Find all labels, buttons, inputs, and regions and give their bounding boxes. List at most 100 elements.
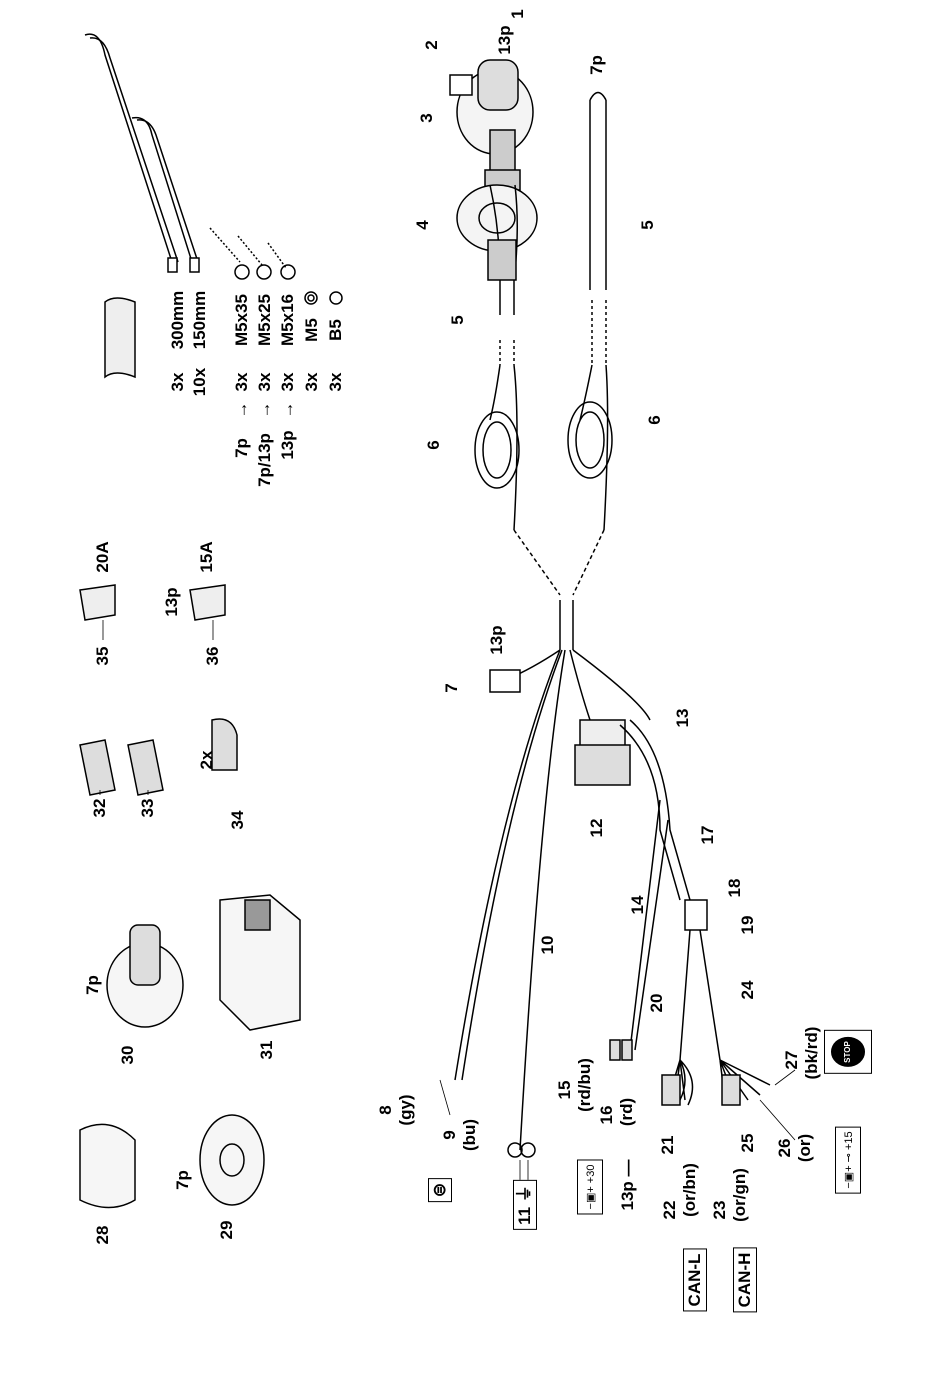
socket-7p-label: 7p	[587, 55, 606, 75]
color-bu: (bu)	[460, 1118, 479, 1152]
color-rdbu: (rd/bu)	[575, 1058, 594, 1112]
nut-size: M5	[302, 318, 321, 342]
can-h-label: CAN-H	[733, 1247, 757, 1313]
part-20: 20	[647, 993, 666, 1013]
can-l-label: CAN-L	[683, 1248, 707, 1312]
screw-size: M5x16	[278, 294, 297, 346]
plus30-label: +30	[585, 1164, 597, 1184]
part-30: 30	[118, 1045, 137, 1065]
part-13: 13	[673, 708, 692, 728]
washer-size: B5	[326, 319, 345, 341]
part-34: 34	[228, 810, 247, 830]
part-29-7p: 7p	[173, 1170, 192, 1190]
wire-16-13p-label: 13p —	[618, 1159, 637, 1211]
tie-size: 150mm	[190, 290, 209, 350]
plus15-label: +15	[843, 1131, 855, 1151]
part-11: 11	[515, 1206, 534, 1225]
screw-qty: 3x	[232, 372, 251, 392]
part-30-7p: 7p	[83, 975, 102, 995]
coil-6b	[567, 401, 613, 479]
fuse-35	[79, 584, 116, 621]
socket-13p	[449, 59, 538, 315]
color-rd: (rd)	[617, 1097, 636, 1127]
part-15: 15	[555, 1080, 574, 1100]
nut-qty: 3x	[302, 372, 321, 392]
part-16: 16	[597, 1105, 616, 1125]
part-21: 21	[658, 1135, 677, 1155]
part-5: 5	[448, 315, 467, 325]
part-35: 35	[93, 646, 112, 666]
connector-7-13p-label: 13p	[487, 625, 506, 655]
part-14: 14	[628, 895, 647, 915]
stop-icon: STOP	[831, 1037, 865, 1067]
part-18: 18	[725, 878, 744, 898]
coil-6a	[474, 411, 520, 489]
tie-qty: 3x	[168, 372, 187, 392]
screw-size: M5x25	[255, 294, 274, 346]
clip-34	[211, 718, 238, 771]
part-3: 3	[417, 113, 436, 123]
pad-32	[79, 739, 116, 796]
color-bkrd: (bk/rd)	[802, 1026, 821, 1080]
pad-33	[127, 739, 164, 796]
color-orbn: (or/bn)	[680, 1163, 699, 1217]
washer-qty: 3x	[326, 372, 345, 392]
part-28: 28	[93, 1225, 112, 1245]
part-10: 10	[538, 935, 557, 955]
part-4: 4	[413, 220, 432, 230]
tie-qty: 10x	[190, 367, 209, 397]
part-12: 12	[587, 818, 606, 838]
stop-light-box: STOP	[824, 1030, 872, 1074]
fuse-36	[189, 584, 226, 621]
connector-7	[489, 669, 521, 693]
arrow-icon: →	[232, 401, 251, 419]
screw-icons	[209, 227, 343, 305]
part-29: 29	[217, 1220, 236, 1240]
part-25: 25	[738, 1133, 757, 1153]
fuse-13p-label: 13p	[162, 587, 181, 617]
socket-13p-label: 13p	[495, 25, 514, 55]
screw-qty: 3x	[278, 372, 297, 392]
part-22: 22	[660, 1200, 679, 1220]
fuse-20a-label: 20A	[93, 541, 112, 573]
screw-use: 7p	[232, 438, 251, 458]
part-5: 5	[638, 220, 657, 230]
cable-tie-150mm	[131, 116, 193, 263]
color-orgn: (or/gn)	[730, 1168, 749, 1222]
socket-mount-29	[199, 1114, 265, 1206]
part-34-qty: 2x	[197, 750, 216, 770]
part-6: 6	[424, 440, 443, 450]
part-2: 2	[422, 40, 441, 50]
part-31: 31	[257, 1040, 276, 1060]
cable-tie-mount-icon	[104, 297, 136, 379]
part-7: 7	[442, 683, 461, 693]
part-9: 9	[440, 1130, 459, 1140]
part-36: 36	[203, 646, 222, 666]
ignition-plus15-box: −▣+ ⊸ +15	[835, 1126, 861, 1194]
fog-light-icon: ⊜	[428, 1177, 452, 1203]
part-23: 23	[710, 1200, 729, 1220]
part-27: 27	[782, 1050, 801, 1070]
screw-use: 13p	[278, 430, 297, 460]
battery-key-icon: −▣+ ⊸	[843, 1150, 855, 1189]
module-31	[219, 894, 301, 1031]
screw-qty: 3x	[255, 372, 274, 392]
arrow-icon: →	[278, 401, 297, 419]
part-6: 6	[645, 415, 664, 425]
fuse-15a-label: 15A	[197, 541, 216, 573]
part-32: 32	[90, 798, 109, 818]
cable-tie-300mm	[84, 33, 173, 263]
part-26: 26	[775, 1138, 794, 1158]
cable-7p	[589, 100, 607, 290]
part-1: 1	[508, 9, 527, 19]
battery-plus30-box: −▣+ +30	[577, 1159, 603, 1215]
socket-cover-28	[79, 1123, 136, 1209]
part-17: 17	[698, 825, 717, 845]
part-24: 24	[738, 980, 757, 1000]
part-11-ground: 11 ⏚	[513, 1180, 537, 1230]
screw-use: 7p/13p	[255, 433, 274, 487]
screw-size: M5x35	[232, 294, 251, 346]
color-or: (or)	[795, 1133, 814, 1163]
wire-14	[629, 799, 669, 1051]
